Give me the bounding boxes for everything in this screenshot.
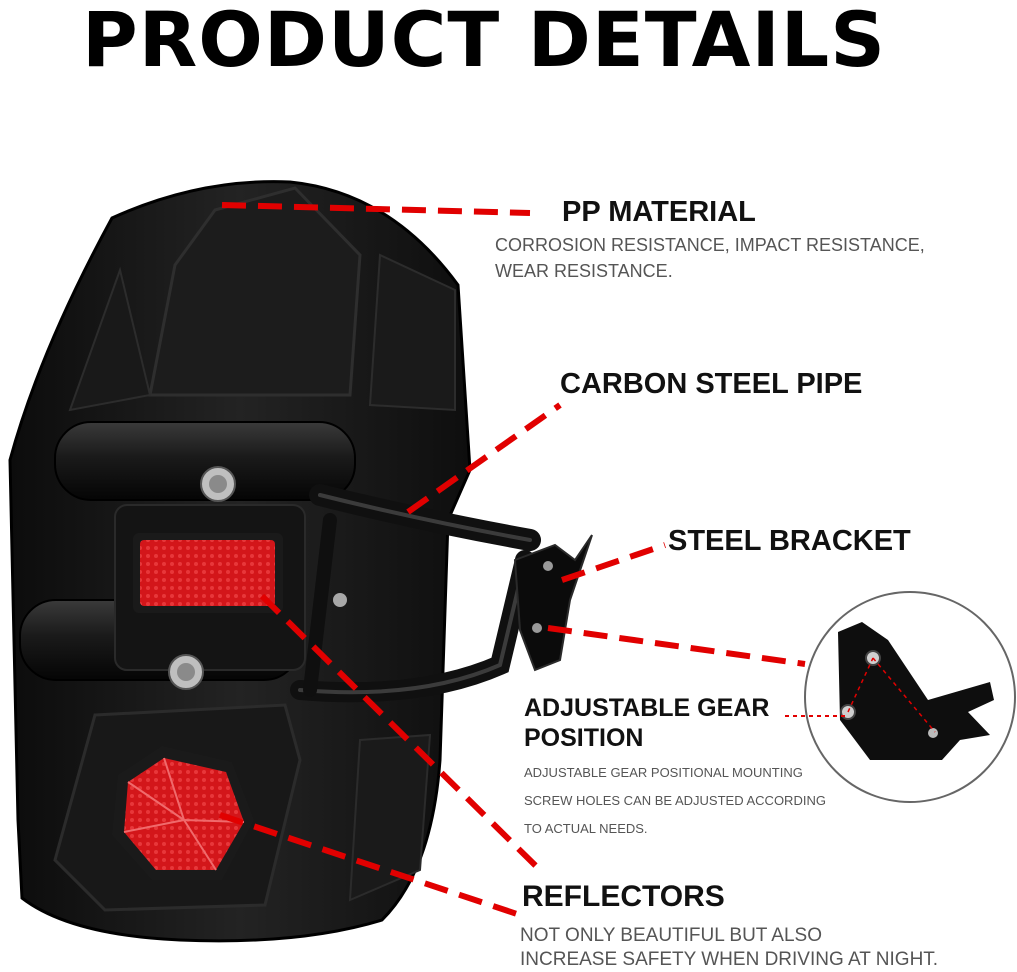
detail-zoom-circle (804, 591, 1016, 803)
adjustable-gear-desc-line-1: ADJUSTABLE GEAR POSITIONAL MOUNTING (524, 765, 803, 780)
adjustable-gear-desc-line-2: SCREW HOLES CAN BE ADJUSTED ACCORDING (524, 793, 826, 808)
adjustable-gear-desc-line-3: TO ACTUAL NEEDS. (524, 821, 648, 836)
pp-material-desc-line-1: CORROSION RESISTANCE, IMPACT RESISTANCE, (495, 235, 925, 255)
leader-lines (219, 202, 806, 918)
bolt-icon (168, 466, 347, 690)
steel-bracket (513, 534, 593, 672)
reflectors-desc-line-2: INCREASE SAFETY WHEN DRIVING AT NIGHT. (520, 949, 939, 970)
rectangular-reflector (133, 533, 283, 613)
steel-bracket-heading: STEEL BRACKET (668, 525, 911, 557)
adjustable-gear-heading-line-1: ADJUSTABLE GEAR (524, 694, 770, 722)
hexagon-reflector (112, 746, 254, 880)
reflectors-heading: REFLECTORS (522, 880, 725, 913)
reflectors-desc-line-1: NOT ONLY BEAUTIFUL BUT ALSO (520, 925, 822, 946)
adjustable-gear-heading-line-2: POSITION (524, 724, 644, 752)
pp-material-heading: PP MATERIAL (562, 196, 756, 228)
pp-material-desc-line-2: WEAR RESISTANCE. (495, 261, 673, 281)
page-title: PRODUCT DETAILS (82, 0, 886, 84)
carbon-steel-pipe-heading: CARBON STEEL PIPE (560, 368, 863, 400)
